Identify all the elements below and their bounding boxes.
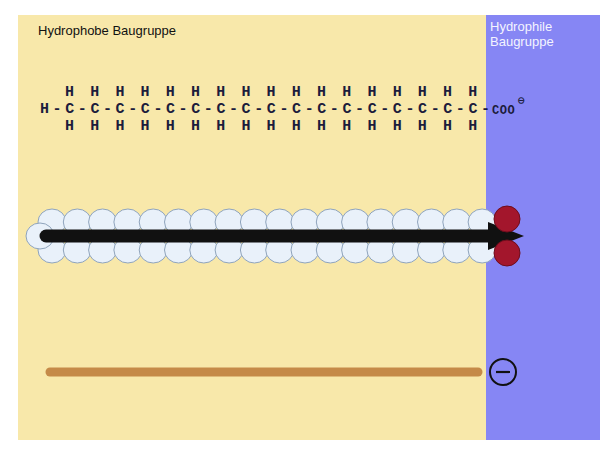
carbon-chain-formula: H-C-C-C-C-C-C-C-C-C-C-C-C-C-C-C-C-C- [40,101,494,118]
region-title: Hydrophobe Baugruppe [38,23,486,38]
minus-sign [496,371,510,373]
hydrogen-row: H H H H H H H H H H H H H H H H H [65,118,481,135]
space-filling-model [26,209,496,263]
tail-stick [50,368,478,377]
carboxylate-group: COO [492,104,515,118]
hydrogen-row: H H H H H H H H H H H H H H H H H [65,84,481,101]
charge-symbol: ⊖ [518,94,525,107]
carbon-chain [46,230,494,243]
oxygen-atom [494,206,520,232]
oxygen-atom [494,240,520,266]
region-title: Hydrophile Baugruppe [490,19,596,49]
